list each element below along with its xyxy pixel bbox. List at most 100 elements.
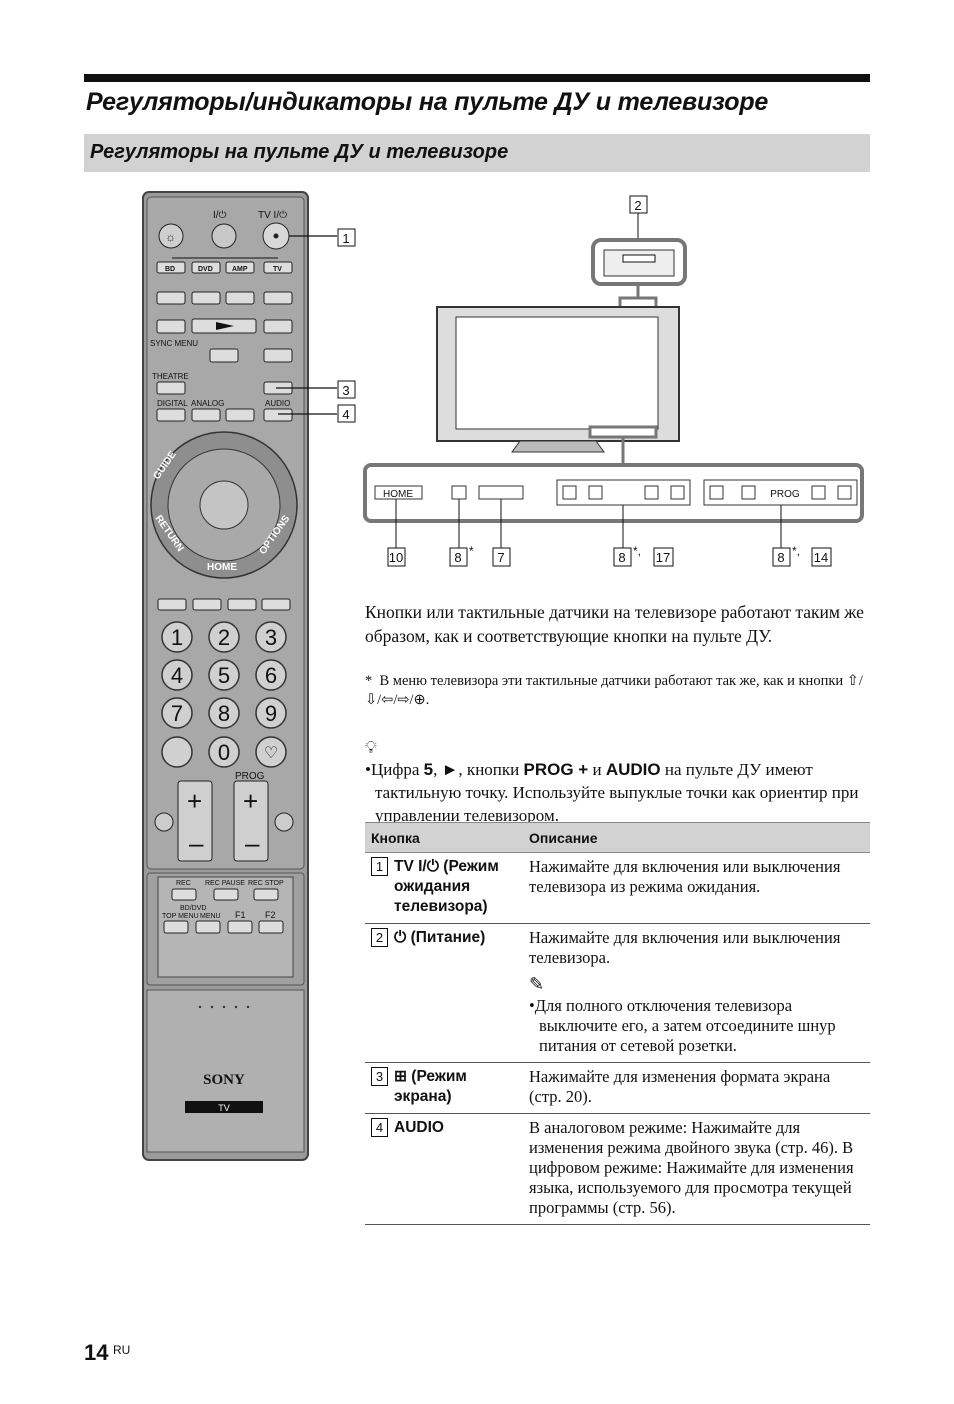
- table-row: 2 ⏻ (Питание) Нажимайте для включения или…: [365, 923, 870, 1063]
- footnote-text: В меню телевизора эти тактильные датчики…: [365, 673, 863, 708]
- callout-8c: 8: [777, 550, 784, 565]
- digit-9: 9: [265, 701, 277, 726]
- intro-text: Кнопки или тактильные датчики на телевиз…: [365, 602, 864, 646]
- tv-badge: [185, 1101, 263, 1113]
- table-header-row: Кнопка Описание: [365, 822, 870, 853]
- callout-8b: 8: [618, 550, 625, 565]
- row-num: 3: [371, 1067, 388, 1086]
- row-num: 4: [371, 1118, 388, 1137]
- digit-6: 6: [265, 663, 277, 688]
- callout-10: 10: [389, 550, 403, 565]
- footnote: * В меню телевизора эти тактильные датчи…: [365, 672, 870, 710]
- light-sensor-icon: [158, 223, 184, 249]
- power-button: [211, 223, 237, 249]
- digit-3: 3: [265, 625, 277, 650]
- bd-dvd-label: BD/DVD: [180, 905, 206, 912]
- callout-2: 2: [634, 198, 641, 213]
- header-rule: [84, 74, 870, 82]
- callout-7: 7: [497, 550, 504, 565]
- svg-text:+: +: [187, 786, 202, 816]
- tv-badge-label: TV: [218, 1103, 230, 1113]
- callout-1: 1: [342, 231, 349, 246]
- pencil-note-icon: ✎: [529, 974, 545, 994]
- digit-2: 2: [218, 625, 230, 650]
- col-description: Описание: [523, 822, 870, 853]
- ok-button: [199, 480, 249, 530]
- digit-7: 7: [171, 701, 183, 726]
- callout-3: 3: [342, 383, 349, 398]
- row-button: ⏻ (Питание): [394, 929, 486, 946]
- callout-17: 17: [656, 550, 670, 565]
- f2-label: F2: [265, 910, 276, 920]
- table-row: 1 TV I/⏻ (Режим ожидания телевизора) Нажи…: [365, 852, 870, 924]
- section-title: Регуляторы на пульте ДУ и телевизоре: [90, 141, 509, 163]
- favourites-heart-icon: ♡: [264, 745, 278, 762]
- audio-label: AUDIO: [265, 399, 290, 408]
- row-button: TV I/⏻ (Режим ожидания телевизора): [394, 858, 499, 915]
- callout-8a: 8: [454, 550, 461, 565]
- callout-4: 4: [342, 407, 349, 422]
- digit-1: 1: [171, 625, 183, 650]
- tv-screen: [455, 316, 659, 430]
- digit-8: 8: [218, 701, 230, 726]
- mode-amp: AMP: [232, 266, 248, 273]
- page-title: Регуляторы/индикаторы на пульте ДУ и тел…: [86, 88, 769, 116]
- digital-label: DIGITAL: [157, 399, 188, 408]
- lightbulb-icon: 💡︎: [365, 738, 377, 757]
- sony-logo: SONY: [203, 1072, 245, 1088]
- svg-text:+: +: [243, 786, 258, 816]
- digit-0: 0: [218, 740, 230, 765]
- rec-label: REC: [176, 880, 191, 887]
- page-lang: RU: [113, 1343, 131, 1357]
- callout-14: 14: [814, 550, 828, 565]
- f1-label: F1: [235, 910, 246, 920]
- svg-text:☼: ☼: [165, 230, 176, 244]
- page-number: 14: [84, 1340, 109, 1365]
- mode-dvd: DVD: [198, 266, 213, 273]
- power-label: I/⏻: [213, 210, 227, 221]
- mode-tv: TV: [273, 266, 282, 273]
- audio-button: [263, 408, 293, 422]
- tip-text: •Цифра 5, ►, кнопки PROG + и AUDIO на пу…: [365, 760, 859, 825]
- rec-pause-label: REC PAUSE: [205, 880, 245, 887]
- home-label: HOME: [207, 562, 237, 573]
- sync-menu-label: SYNC MENU: [150, 339, 198, 348]
- digit-5: 5: [218, 663, 230, 688]
- tv-power-label: TV I/⏻: [258, 210, 287, 221]
- controls-table: Кнопка Описание 1 TV I/⏻ (Режим ожидания …: [365, 822, 870, 1225]
- volume-rocker: [177, 780, 213, 862]
- top-menu-label: TOP MENU: [162, 913, 199, 920]
- mode-bd: BD: [165, 266, 175, 273]
- row-desc: В аналоговом режиме: Нажимайте для измен…: [523, 1113, 870, 1225]
- row-num: 2: [371, 928, 388, 947]
- row-num: 1: [371, 857, 388, 876]
- rec-stop-label: REC STOP: [248, 880, 284, 887]
- table-row: 4 AUDIO В аналоговом режиме: Нажимайте дл…: [365, 1113, 870, 1225]
- svg-text:*,: *,: [792, 544, 800, 558]
- svg-text:*: *: [469, 544, 474, 558]
- tip-block: 💡︎ •Цифра 5, ►, кнопки PROG + и AUDIO на…: [365, 738, 870, 827]
- tv-prog-label: PROG: [770, 489, 800, 500]
- prog-rocker: [233, 780, 269, 862]
- row-button: ⊞ (Режим экрана): [394, 1068, 467, 1105]
- footnote-mark: *: [365, 673, 373, 689]
- section-bar: [84, 134, 870, 172]
- svg-text:*,: *,: [633, 544, 641, 558]
- row-button: AUDIO: [394, 1119, 444, 1136]
- digit-4: 4: [171, 663, 183, 688]
- row-desc: Нажимайте для включения или выключения т…: [529, 928, 841, 967]
- tv-home-label: HOME: [383, 489, 413, 500]
- menu-label: MENU: [200, 913, 221, 920]
- remote-lower-panel: [146, 989, 305, 1153]
- svg-text:–: –: [245, 828, 260, 858]
- row-desc: Нажимайте для изменения формата экрана (…: [523, 1062, 870, 1114]
- theatre-label: THEATRE: [152, 372, 189, 381]
- row-note: •Для полного отключения телевизора выклю…: [529, 996, 836, 1055]
- table-row: 3 ⊞ (Режим экрана) Нажимайте для изменени…: [365, 1062, 870, 1114]
- col-button: Кнопка: [365, 822, 523, 853]
- row-desc: Нажимайте для включения или выключения т…: [523, 852, 870, 924]
- prog-label: PROG: [235, 771, 265, 782]
- analog-label: ANALOG: [191, 399, 224, 408]
- svg-text:–: –: [189, 828, 204, 858]
